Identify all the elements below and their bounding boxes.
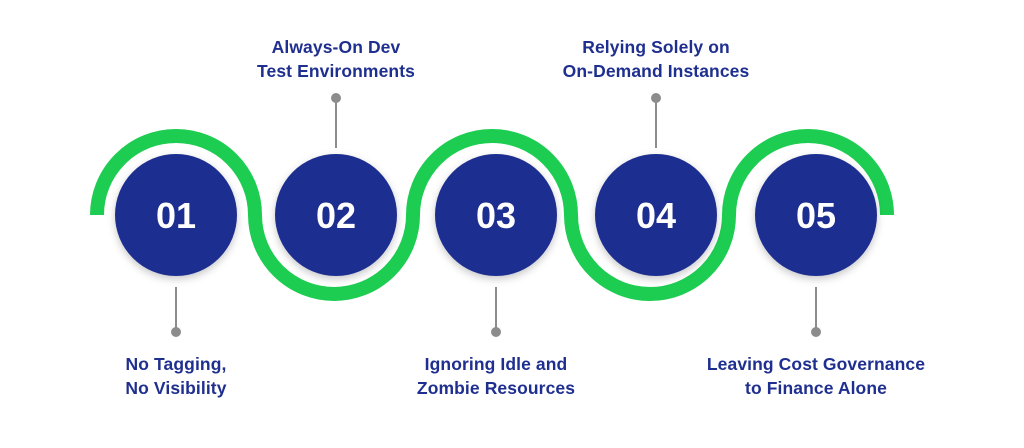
step-5-circle: [755, 154, 877, 276]
step-2-circle: [275, 154, 397, 276]
step-4-connector-dot: [651, 93, 661, 103]
step-4-label-line2: On-Demand Instances: [562, 61, 750, 81]
wave-line: [90, 129, 894, 301]
step-5-label-line2: to Finance Alone: [745, 378, 887, 398]
step-1-label-line2: No Visibility: [125, 378, 227, 398]
step-2-label-line1: Always-On Dev: [271, 37, 401, 57]
step-2-label: Always-On Dev Test Environments: [186, 35, 486, 83]
step-5-number: 05: [796, 195, 836, 236]
step-1-label-line1: No Tagging,: [125, 354, 227, 374]
step-3-connector-dot: [491, 327, 501, 337]
step-3-label: Ignoring Idle and Zombie Resources: [346, 352, 646, 400]
step-4-circle: [595, 154, 717, 276]
step-3-number: 03: [476, 195, 516, 236]
step-3-label-line2: Zombie Resources: [416, 378, 576, 398]
step-4-number: 04: [636, 195, 676, 236]
step-4-label-line1: Relying Solely on: [582, 37, 730, 57]
step-5-label-line1: Leaving Cost Governance: [706, 354, 926, 374]
step-2-number: 02: [316, 195, 356, 236]
step-4-label: Relying Solely on On-Demand Instances: [506, 35, 806, 83]
step-5-label: Leaving Cost Governance to Finance Alone: [666, 352, 966, 400]
step-2-connector-dot: [331, 93, 341, 103]
step-1-number: 01: [156, 195, 196, 236]
step-3-label-line1: Ignoring Idle and: [424, 354, 568, 374]
step-1-circle: [115, 154, 237, 276]
step-1-connector-dot: [171, 327, 181, 337]
step-5-connector-dot: [811, 327, 821, 337]
step-1-label: No Tagging, No Visibility: [26, 352, 326, 400]
step-3-circle: [435, 154, 557, 276]
step-2-label-line2: Test Environments: [257, 61, 415, 81]
